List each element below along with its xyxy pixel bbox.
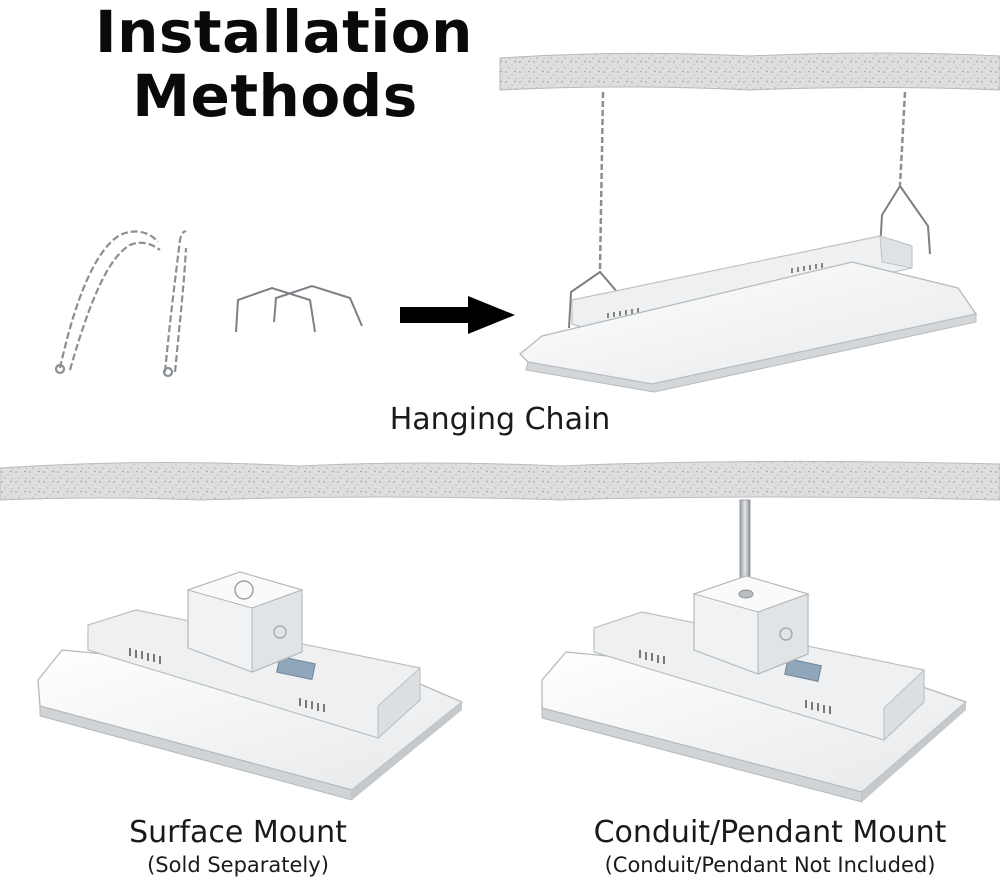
title-line-2: Methods xyxy=(132,62,418,130)
surface-mount-note: (Sold Separately) xyxy=(147,853,329,877)
ceiling-strip-middle xyxy=(0,460,1000,501)
chain-pair-icon xyxy=(54,230,188,378)
surface-mount-label: Surface Mount xyxy=(129,815,347,850)
hanger-bracket-icon xyxy=(235,284,363,333)
hanging-chain-label: Hanging Chain xyxy=(389,402,611,437)
conduit-pendant-label: Conduit/Pendant Mount xyxy=(593,815,947,850)
conduit-pendant-note: (Conduit/Pendant Not Included) xyxy=(604,853,936,877)
hanging-chain-fixture xyxy=(519,91,978,393)
page-title: Installation Methods xyxy=(95,0,473,130)
conduit-pendant-fixture xyxy=(541,499,968,803)
surface-mount-fixture xyxy=(37,571,464,801)
title-line-1: Installation xyxy=(95,0,473,66)
arrow-right-icon xyxy=(400,296,515,334)
ceiling-slab-top xyxy=(499,52,1000,91)
